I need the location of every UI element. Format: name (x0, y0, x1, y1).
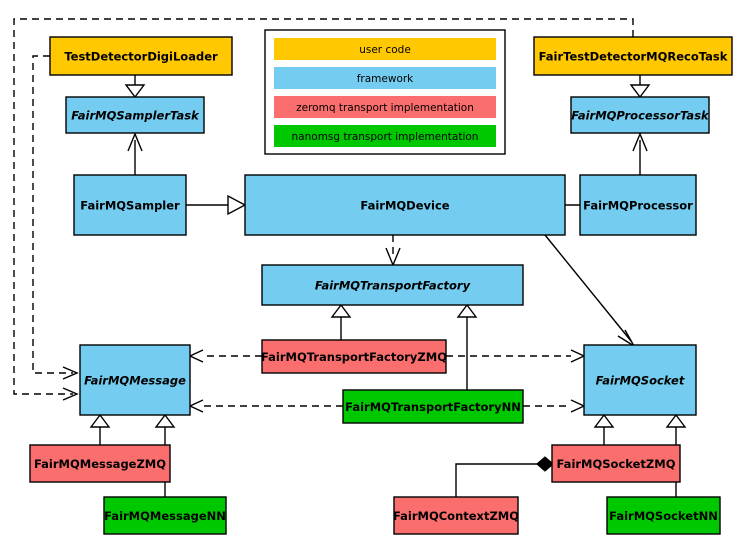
class-node-FairMQSamplerTask[interactable]: FairMQSamplerTask (65, 96, 205, 134)
arrowhead-socketzmq-to-socket (593, 413, 615, 428)
class-box-FairMQDevice[interactable] (244, 174, 566, 236)
class-box-FairMQTransportFactoryNN[interactable] (342, 389, 524, 424)
legend-swatch (274, 96, 496, 118)
class-box-FairMQSocketNN[interactable] (606, 496, 721, 535)
class-name-label: FairMQMessage (84, 374, 186, 388)
edge-digiloader-to-message (32, 55, 73, 374)
class-box-FairMQProcessorTask[interactable] (570, 96, 710, 134)
class-node-FairMQMessageZMQ[interactable]: FairMQMessageZMQ (29, 444, 171, 483)
class-box-FairMQTransportFactory[interactable] (261, 264, 524, 306)
class-name-label: FairMQSocketZMQ (557, 457, 676, 471)
arrowhead-processor-to-processortask (632, 132, 648, 152)
class-name-label: FairMQSocket (596, 374, 685, 388)
arrowhead-recotask-to-processortask (629, 84, 651, 99)
class-box-FairMQProcessor[interactable] (579, 174, 697, 236)
class-box-FairMQContextZMQ[interactable] (393, 496, 519, 535)
class-node-FairMQSocketZMQ[interactable]: FairMQSocketZMQ (551, 444, 681, 483)
arrowhead-sampler-to-samplertask (127, 132, 143, 152)
class-name-label: FairMQContextZMQ (393, 509, 519, 523)
class-name-label: FairMQMessageNN (104, 509, 226, 523)
arrowhead-digiloader-to-samplertask (124, 84, 146, 99)
edge-recotask-to-message (13, 18, 634, 395)
arrowhead-factorynn-to-factory (456, 303, 478, 318)
arrowhead-factorynn-to-message (188, 399, 204, 413)
class-box-FairTestDetectorMQRecoTask[interactable] (533, 36, 733, 76)
edge-contextzmq-to-socketzmq (455, 463, 537, 497)
legend-item-3: nanomsg transport implementation (274, 125, 496, 147)
edge-device-to-socket (544, 234, 632, 342)
legend: user code framework zeromq transport imple… (264, 29, 506, 155)
class-box-FairMQSocketZMQ[interactable] (551, 444, 681, 483)
class-node-FairMQTransportFactoryNN[interactable]: FairMQTransportFactoryNN (342, 389, 524, 424)
class-box-FairMQTransportFactoryZMQ[interactable] (261, 339, 447, 374)
arrowhead-socketnn-to-socket (665, 413, 687, 428)
arrowhead-factorynn-to-socket (570, 399, 586, 413)
arrowhead-messagenn-to-message (154, 413, 176, 428)
class-node-FairMQSocketNN[interactable]: FairMQSocketNN (606, 496, 721, 535)
arrowhead-messagezmq-to-message (89, 413, 111, 428)
class-box-FairMQSampler[interactable] (73, 174, 187, 236)
class-node-FairMQTransportFactoryZMQ[interactable]: FairMQTransportFactoryZMQ (261, 339, 447, 374)
class-box-TestDetectorDigiLoader[interactable] (49, 36, 233, 76)
arrowhead-factoryzmq-to-message (188, 349, 204, 363)
legend-item-0: user code (274, 38, 496, 60)
class-name-label: FairMQTransportFactoryZMQ (261, 350, 447, 364)
class-node-FairMQSampler[interactable]: FairMQSampler (73, 174, 187, 236)
class-name-label: FairMQSampler (80, 199, 180, 213)
class-name-label: FairMQProcessorTask (571, 109, 710, 123)
class-name-label: FairMQTransportFactory (315, 279, 471, 293)
class-box-FairMQSocket[interactable] (583, 344, 697, 416)
legend-label: zeromq transport implementation (296, 102, 474, 114)
class-name-label: FairMQSocketNN (609, 509, 718, 523)
legend-swatch (274, 38, 496, 60)
arrowhead-recotask-to-message (62, 387, 79, 401)
class-name-label: FairTestDetectorMQRecoTask (539, 50, 728, 64)
arrowhead-contextzmq-to-socketzmq (536, 456, 554, 472)
class-node-FairMQMessageNN[interactable]: FairMQMessageNN (103, 496, 227, 535)
arrowhead-device-to-socket (617, 329, 635, 347)
class-name-label: FairMQSamplerTask (71, 109, 200, 123)
class-node-FairMQProcessorTask[interactable]: FairMQProcessorTask (570, 96, 710, 134)
arrowhead-digiloader-to-message (62, 366, 79, 380)
class-node-FairMQDevice[interactable]: FairMQDevice (244, 174, 566, 236)
class-node-FairMQContextZMQ[interactable]: FairMQContextZMQ (393, 496, 519, 535)
class-node-FairMQSocket[interactable]: FairMQSocket (583, 344, 697, 416)
class-node-FairMQTransportFactory[interactable]: FairMQTransportFactory (261, 264, 524, 306)
class-node-FairMQProcessor[interactable]: FairMQProcessor (579, 174, 697, 236)
legend-swatch (274, 125, 496, 147)
arrowhead-factoryzmq-to-socket (570, 349, 586, 363)
class-node-TestDetectorDigiLoader[interactable]: TestDetectorDigiLoader (49, 36, 233, 76)
class-name-label: FairMQDevice (360, 199, 449, 213)
class-box-FairMQMessageZMQ[interactable] (29, 444, 171, 483)
class-name-label: FairMQTransportFactoryNN (345, 400, 521, 414)
class-name-label: FairMQMessageZMQ (34, 457, 166, 471)
legend-label: user code (359, 44, 411, 56)
class-box-FairMQMessage[interactable] (79, 344, 191, 416)
legend-item-2: zeromq transport implementation (274, 96, 496, 118)
legend-swatch (274, 67, 496, 89)
legend-item-1: framework (274, 67, 496, 89)
class-box-FairMQMessageNN[interactable] (103, 496, 227, 535)
arrowhead-factoryzmq-to-factory (330, 303, 352, 318)
node-layer: TestDetectorDigiLoader FairTestDetectorMQ… (29, 36, 733, 535)
legend-label: framework (357, 73, 414, 85)
arrowhead-sampler-to-device (227, 194, 247, 216)
class-name-label: FairMQProcessor (583, 199, 693, 213)
class-box-FairMQSamplerTask[interactable] (65, 96, 205, 134)
class-node-FairMQMessage[interactable]: FairMQMessage (79, 344, 191, 416)
class-name-label: TestDetectorDigiLoader (64, 50, 218, 64)
class-node-FairTestDetectorMQRecoTask[interactable]: FairTestDetectorMQRecoTask (533, 36, 733, 76)
legend-items: user code framework zeromq transport imple… (274, 38, 496, 147)
legend-label: nanomsg transport implementation (292, 131, 479, 143)
